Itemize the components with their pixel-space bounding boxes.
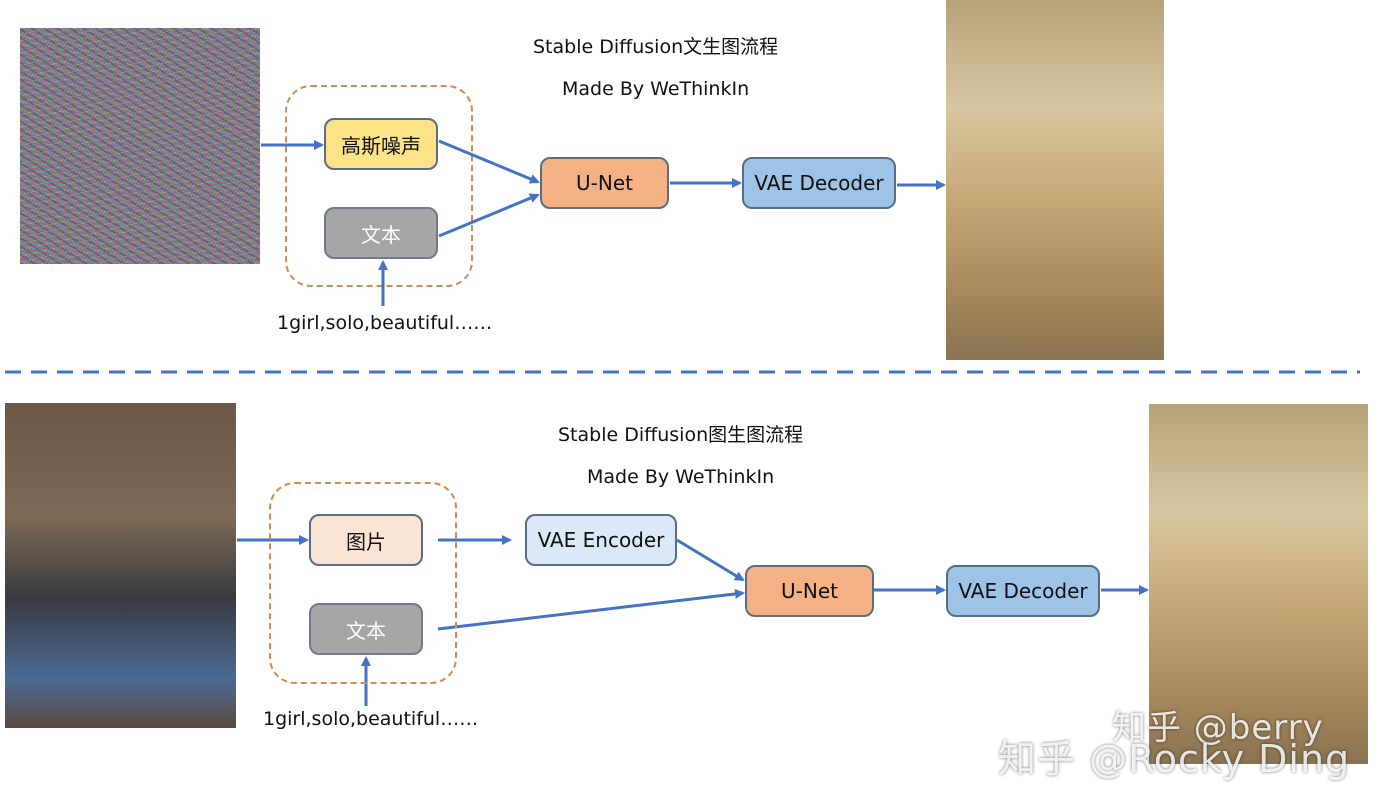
arrow-text-to-unet-bottom: [437, 588, 745, 631]
bottom-unet-box: U-Net: [745, 565, 874, 617]
watermark-line1: 知乎 @berry: [1112, 708, 1324, 748]
bottom-image-box: 图片: [309, 514, 423, 566]
bottom-input-group: [269, 482, 457, 684]
bottom-output-image: [1149, 404, 1368, 764]
bottom-prompt: 1girl,solo,beautiful……: [263, 708, 479, 730]
bottom-encoder-box: VAE Encoder: [525, 514, 677, 566]
arrow-noise-to-unet: [438, 139, 540, 184]
top-input-group: [285, 85, 473, 287]
bottom-text-box: 文本: [309, 603, 423, 655]
top-unet-box: U-Net: [540, 157, 669, 209]
top-output-image: [946, 0, 1164, 360]
arrow-encoder-to-unet: [676, 538, 745, 582]
top-prompt: 1girl,solo,beautiful……: [277, 312, 493, 334]
bottom-decoder-box: VAE Decoder: [946, 565, 1100, 617]
top-text-box: 文本: [324, 207, 438, 259]
top-subtitle: Made By WeThinkIn: [562, 78, 750, 100]
bottom-title: Stable Diffusion图生图流程: [558, 424, 804, 446]
top-noise-box: 高斯噪声: [324, 118, 438, 170]
noise-image: [20, 28, 260, 264]
arrow-text-to-unet: [438, 193, 540, 238]
bottom-subtitle: Made By WeThinkIn: [587, 466, 775, 488]
watermark-line2: 知乎 @Rocky Ding: [998, 737, 1351, 781]
bottom-input-image: [5, 403, 236, 728]
top-title: Stable Diffusion文生图流程: [533, 36, 779, 58]
top-decoder-box: VAE Decoder: [742, 157, 896, 209]
